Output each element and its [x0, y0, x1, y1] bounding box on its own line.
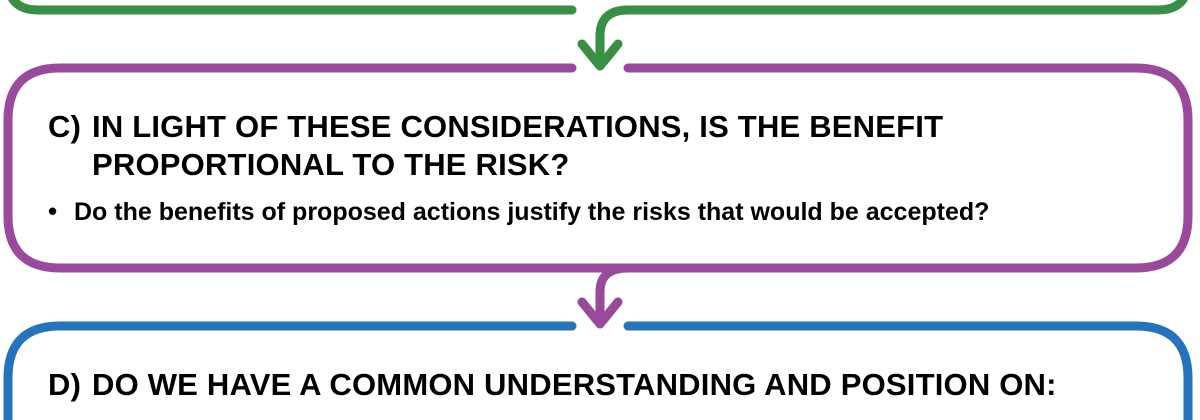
arrow-b-to-c: [595, 5, 633, 67]
box-c-title-line2: PROPORTIONAL TO THE RISK?: [92, 147, 570, 182]
box-c-title-line1: IN LIGHT OF THESE CONSIDERATIONS, IS THE…: [92, 109, 944, 144]
arrow-c-to-d: [595, 263, 633, 325]
box-c-border: [3, 63, 1193, 273]
previous-box-border: [8, 0, 1188, 15]
arrow-b-to-c-head: [577, 39, 623, 71]
box-c-bullet-text: Do the benefits of proposed actions just…: [74, 198, 990, 226]
box-d-border: [3, 321, 1193, 420]
box-c-bullet: • Do the benefits of proposed actions ju…: [48, 196, 989, 227]
box-c-prefix: C): [48, 109, 82, 144]
bullet-icon: •: [48, 196, 58, 226]
box-d-heading: D) DO WE HAVE A COMMON UNDERSTANDING AND …: [48, 366, 1057, 404]
box-c-content: C) IN LIGHT OF THESE CONSIDERATIONS, IS T…: [48, 108, 989, 227]
box-d-title-line1: DO WE HAVE A COMMON UNDERSTANDING AND PO…: [92, 367, 1057, 402]
arrow-c-to-d-head: [577, 297, 623, 329]
box-c-heading: C) IN LIGHT OF THESE CONSIDERATIONS, IS T…: [48, 108, 989, 184]
box-d-prefix: D): [48, 367, 82, 402]
box-d-content: D) DO WE HAVE A COMMON UNDERSTANDING AND …: [48, 366, 1057, 404]
